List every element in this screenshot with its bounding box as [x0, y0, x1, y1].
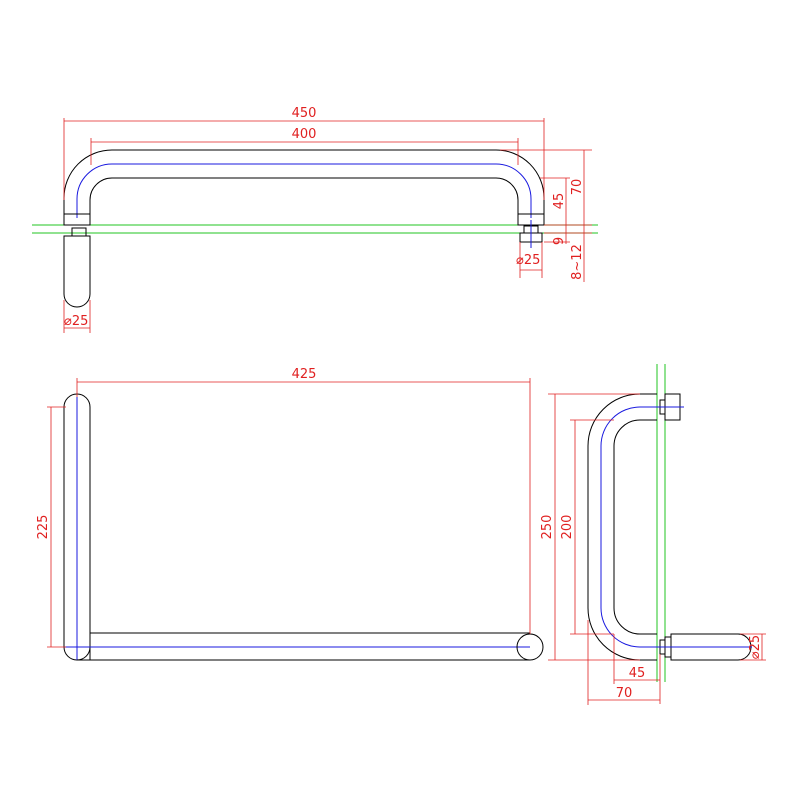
- left-end-knob: [63, 235, 91, 308]
- dim-label-height: 225: [36, 515, 51, 540]
- side-handle-inner-edge: [613, 419, 657, 635]
- bottom-end-knob: [670, 633, 752, 661]
- dim-label-length: 425: [292, 367, 317, 382]
- dim-label-overall-length: 450: [292, 106, 317, 121]
- dim-label-spacer: 9: [552, 237, 567, 245]
- dim-label-center-height: 200: [560, 515, 575, 540]
- dim-label-center-distance: 400: [292, 127, 317, 142]
- top-view: 450 400 70 45 9 8~12 ⌀25 ⌀25: [32, 106, 598, 333]
- handle-outer-edge: [63, 149, 545, 218]
- dim-label-outer-projection: 70: [616, 686, 633, 701]
- handle-inner-edge: [89, 177, 519, 218]
- dim-label-spacer-diameter: ⌀25: [516, 253, 540, 268]
- front-view: 425 225: [36, 367, 544, 661]
- dim-label-glass-thickness: 8~12: [570, 244, 585, 280]
- left-mount-base: [63, 213, 91, 226]
- dim-label-tube-diameter: ⌀25: [748, 635, 763, 659]
- dim-label-bend-height: 45: [552, 193, 567, 210]
- handle-centerline: [76, 163, 532, 218]
- dim-label-end-diameter: ⌀25: [64, 314, 88, 329]
- side-view: 250 200 45 70 ⌀25: [540, 364, 766, 705]
- left-spacer: [71, 227, 87, 237]
- side-handle-outer-edge: [587, 393, 657, 661]
- vertical-bar-outline: [63, 393, 91, 660]
- dim-label-inner-projection: 45: [629, 666, 646, 681]
- dim-label-height: 70: [570, 179, 585, 196]
- dim-label-overall-height: 250: [540, 515, 555, 540]
- side-handle-centerline: [600, 406, 657, 648]
